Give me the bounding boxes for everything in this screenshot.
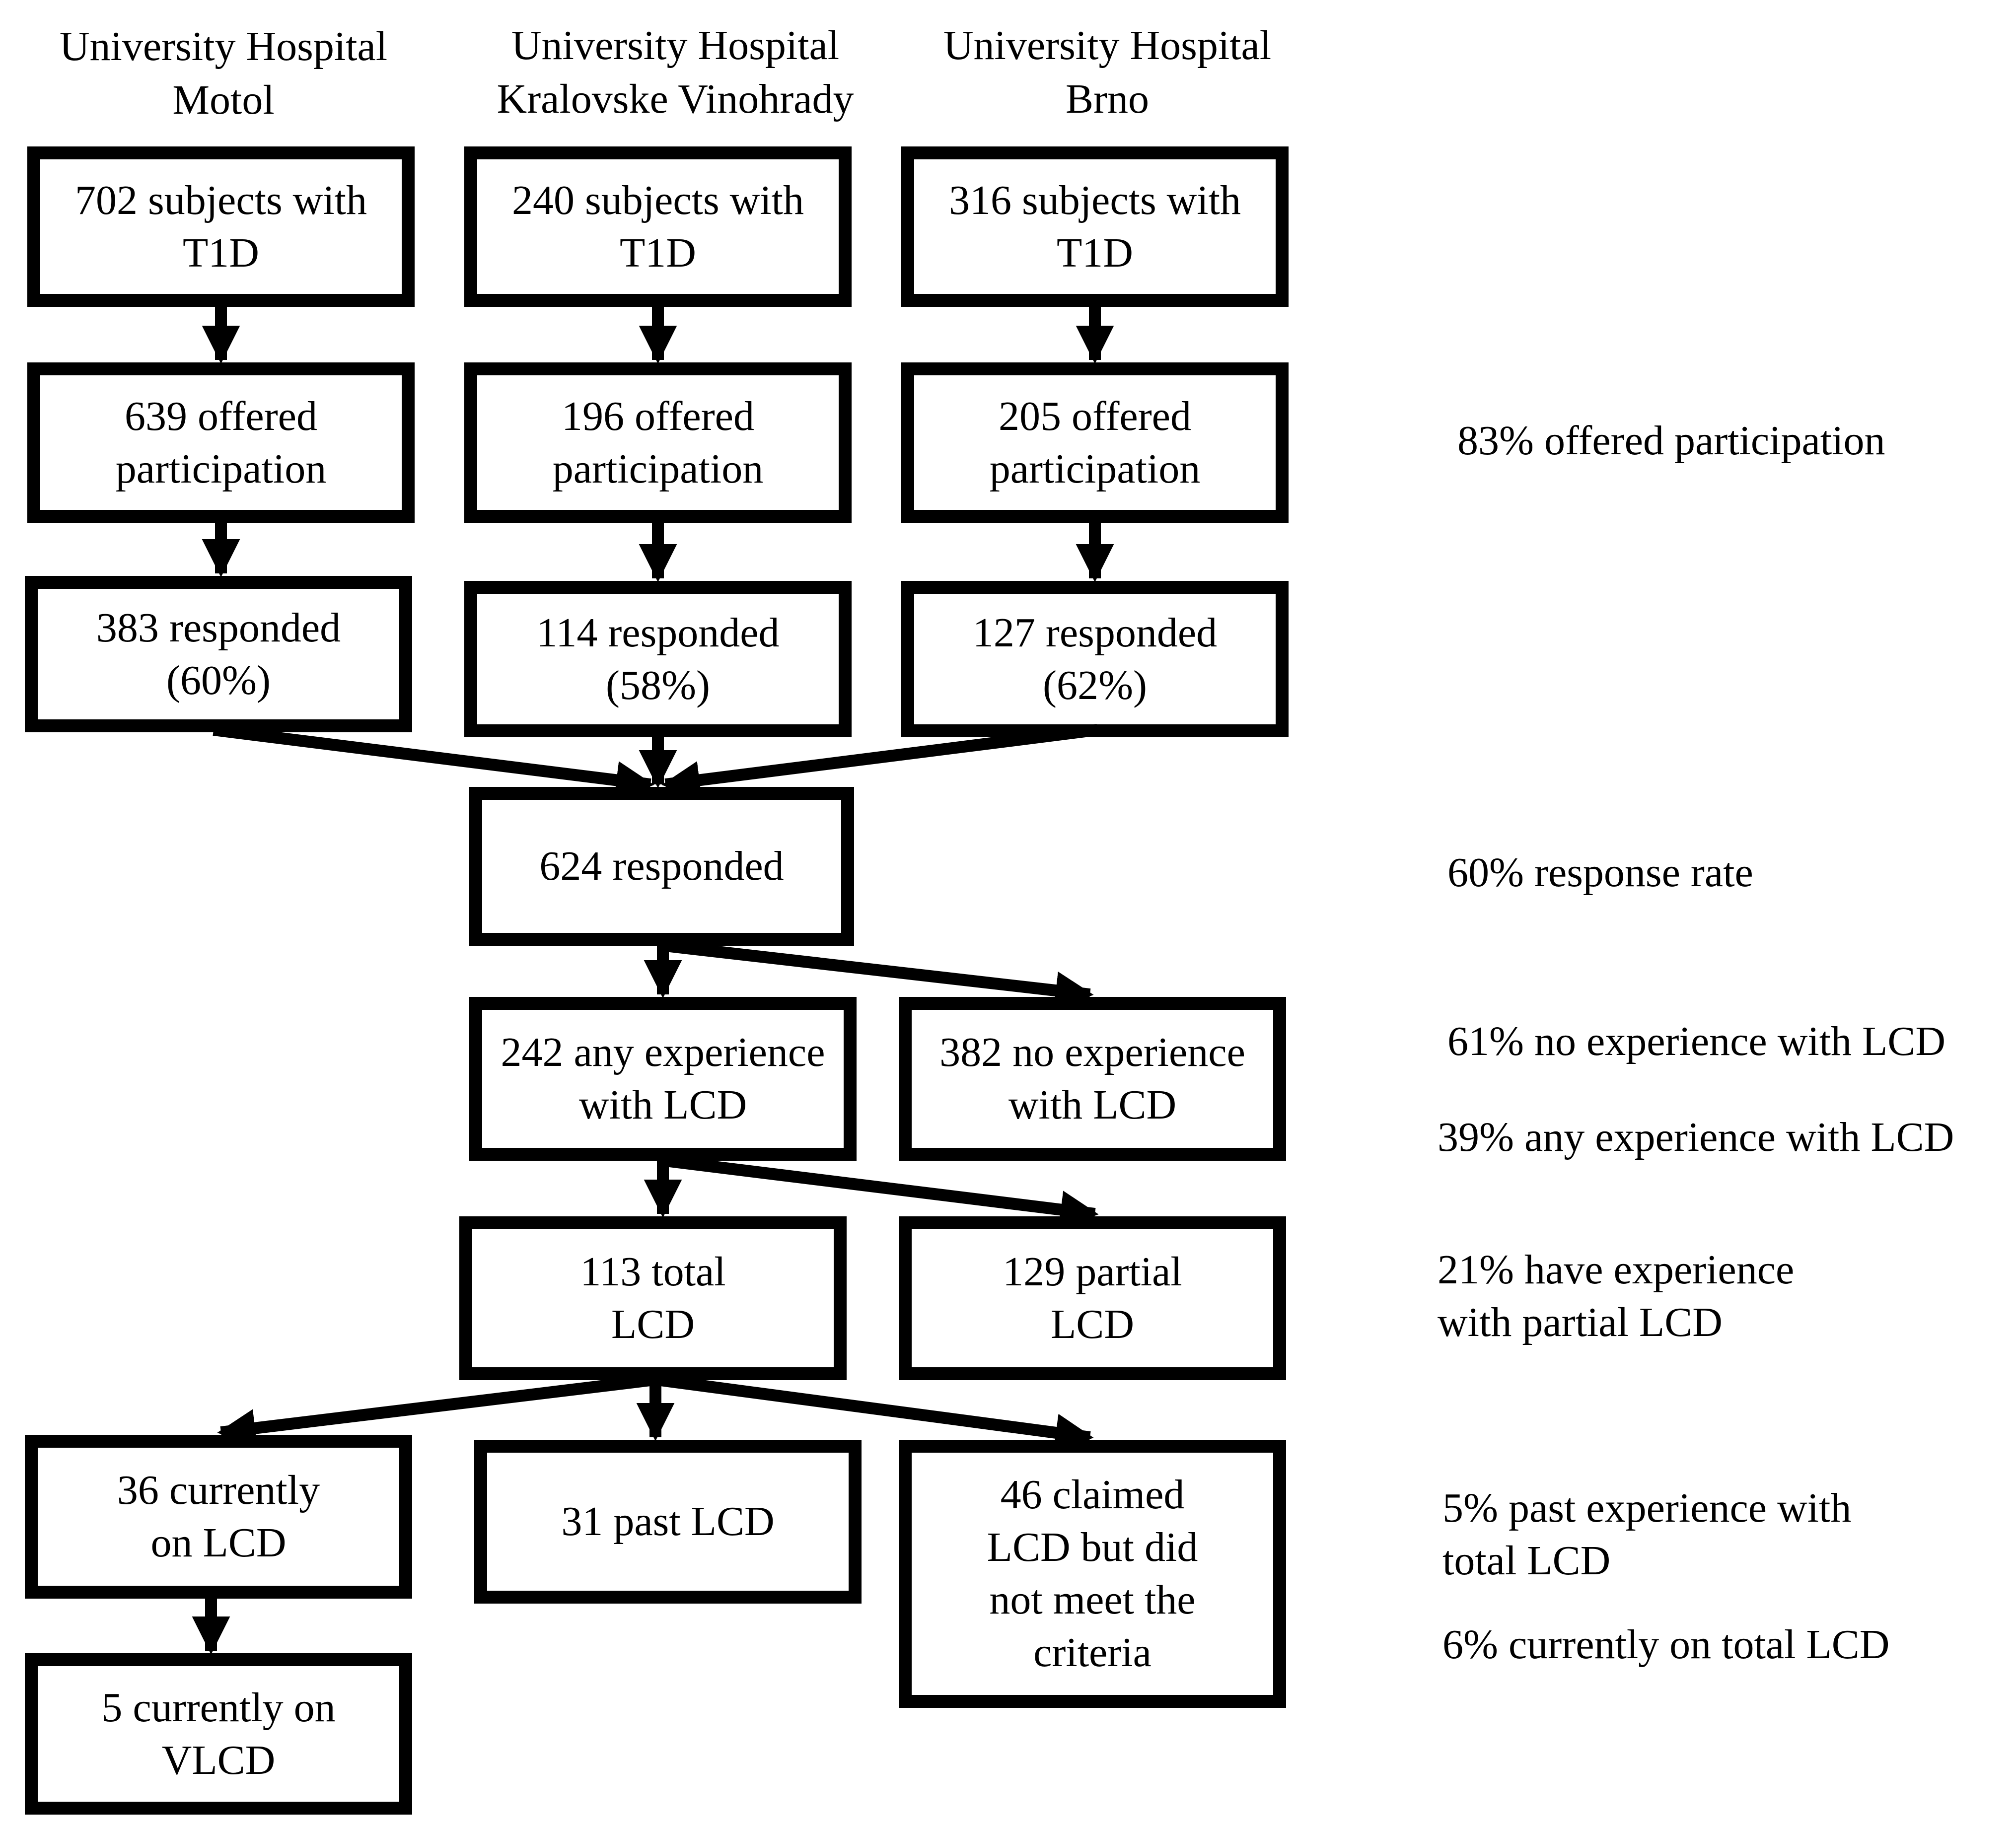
arrow-brno-to-total xyxy=(661,724,1098,799)
vinohrady-responded-box: 114 responded (58%) xyxy=(464,581,852,737)
note-any-experience: 39% any experience with LCD xyxy=(1438,1114,1954,1160)
motol-responded-box: 383 responded (60%) xyxy=(25,576,412,732)
brno-responded-box: 127 responded (62%) xyxy=(901,581,1289,737)
note-offered: 83% offered participation xyxy=(1457,418,1885,464)
motol-subjects-box: 702 subjects with T1D xyxy=(27,146,415,307)
arrow-motol-to-total xyxy=(213,724,654,799)
header-motol: University Hospital Motol xyxy=(59,23,388,123)
note-no-experience: 61% no experience with LCD xyxy=(1447,1018,1946,1064)
vinohrady-subjects-box: 240 subjects with T1D xyxy=(464,146,852,307)
note-current-total: 6% currently on total LCD xyxy=(1442,1621,1890,1668)
brno-subjects-box: 316 subjects with T1D xyxy=(901,146,1289,307)
note-past-total: 5% past experience with total LCD xyxy=(1442,1485,1852,1584)
note-partial: 21% have experience with partial LCD xyxy=(1438,1247,1795,1345)
currently-lcd-box: 36 currently on LCD xyxy=(25,1435,412,1599)
brno-offered-box: 205 offered participation xyxy=(901,362,1289,523)
arrow-total-to-no-experience xyxy=(664,940,1094,1010)
arrow-total-lcd-to-currently xyxy=(217,1374,651,1447)
currently-vlcd-box: 5 currently on VLCD xyxy=(25,1653,412,1815)
any-experience-box: 242 any experience with LCD xyxy=(469,997,857,1161)
past-lcd-box: 31 past LCD xyxy=(474,1440,862,1604)
header-brno: University Hospital Brno xyxy=(943,22,1272,122)
header-vinohrady: University Hospital Kralovske Vinohrady xyxy=(497,22,854,122)
partial-lcd-box: 129 partial LCD xyxy=(899,1216,1286,1380)
total-lcd-box: 113 total LCD xyxy=(459,1216,847,1380)
vinohrady-offered-box: 196 offered participation xyxy=(464,362,852,523)
motol-offered-box: 639 offered participation xyxy=(27,362,415,523)
arrow-any-to-partial-lcd xyxy=(664,1155,1099,1229)
note-response-rate: 60% response rate xyxy=(1447,849,1753,896)
arrow-total-lcd-to-claimed xyxy=(659,1374,1094,1452)
